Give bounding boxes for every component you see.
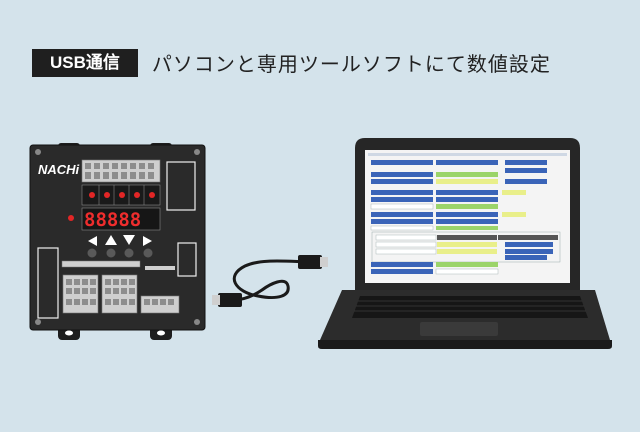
title-row: USB通信 パソコンと専用ツールソフトにて数値設定 (32, 48, 551, 77)
headline: パソコンと専用ツールソフトにて数値設定 (151, 52, 551, 76)
usb-badge: USB通信 (32, 48, 138, 77)
right-arrow-icon (143, 236, 152, 246)
nachi-logo: NACHi (38, 162, 80, 177)
usb-cable (212, 255, 328, 307)
laptop (318, 138, 612, 349)
controller-unit: NACHi 88888 (29, 143, 206, 340)
settings-app-mockup (370, 160, 561, 275)
seven-seg-display: 88888 (84, 209, 141, 231)
left-arrow-icon (88, 236, 97, 246)
up-arrow-icon (105, 235, 117, 245)
arrow-keys (88, 235, 152, 246)
down-arrow-icon (123, 235, 135, 245)
